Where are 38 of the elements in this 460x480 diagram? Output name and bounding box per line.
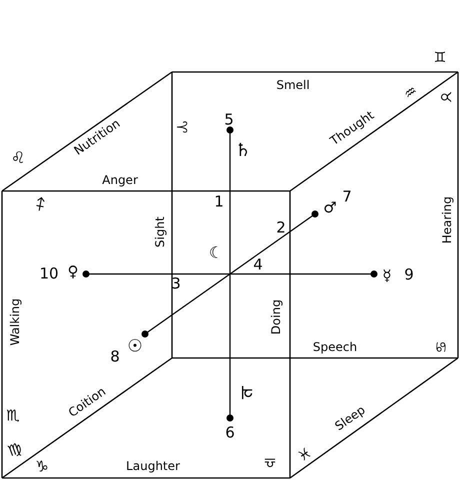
planet-symbol: ☉	[127, 338, 143, 356]
zodiac-symbol: ♓	[296, 446, 314, 464]
sense-label: Anger	[102, 174, 138, 186]
face-label: Sight	[154, 216, 166, 248]
point-number: 2	[276, 220, 286, 236]
sense-label: Speech	[312, 341, 358, 353]
point-number: 6	[225, 426, 235, 440]
planet-symbol: ♀	[68, 264, 78, 280]
sense-label: Hearing	[441, 196, 453, 244]
moon-symbol: ☾	[208, 245, 224, 261]
zodiac-symbol: ♐	[32, 196, 50, 214]
zodiac-symbol: ♊	[434, 51, 446, 65]
point-number: 3	[171, 276, 181, 292]
zodiac-symbol: ♍	[6, 440, 24, 460]
planet-symbol: ♂	[323, 200, 337, 216]
zodiac-symbol: ♌	[10, 150, 26, 166]
zodiac-symbol: ♈	[174, 120, 188, 134]
planet-symbol: ♄	[234, 142, 252, 160]
point-number: 1	[214, 194, 224, 210]
planet-symbol: ☿	[382, 268, 392, 284]
point-number: 9	[404, 268, 414, 282]
zodiac-symbol: ♏	[6, 408, 20, 424]
zodiac-symbol: ♉	[438, 90, 452, 104]
point-number: 7	[342, 190, 352, 204]
zodiac-symbol: ♋	[433, 340, 447, 354]
point-number: 5	[224, 112, 234, 128]
point-number: 10	[39, 266, 59, 282]
point-number: 4	[253, 258, 263, 272]
zodiac-symbol: ♒	[402, 84, 420, 102]
point-number: 8	[110, 350, 120, 364]
planet-symbol: ♃	[238, 382, 256, 400]
sense-label: Walking	[9, 298, 21, 346]
sense-label: Laughter	[126, 460, 180, 472]
zodiac-symbol: ♑	[35, 460, 49, 474]
axis-line	[144, 214, 316, 334]
zodiac-symbol: ♎	[264, 455, 276, 469]
face-label: Smell	[276, 79, 310, 91]
face-label: Doing	[270, 299, 282, 335]
